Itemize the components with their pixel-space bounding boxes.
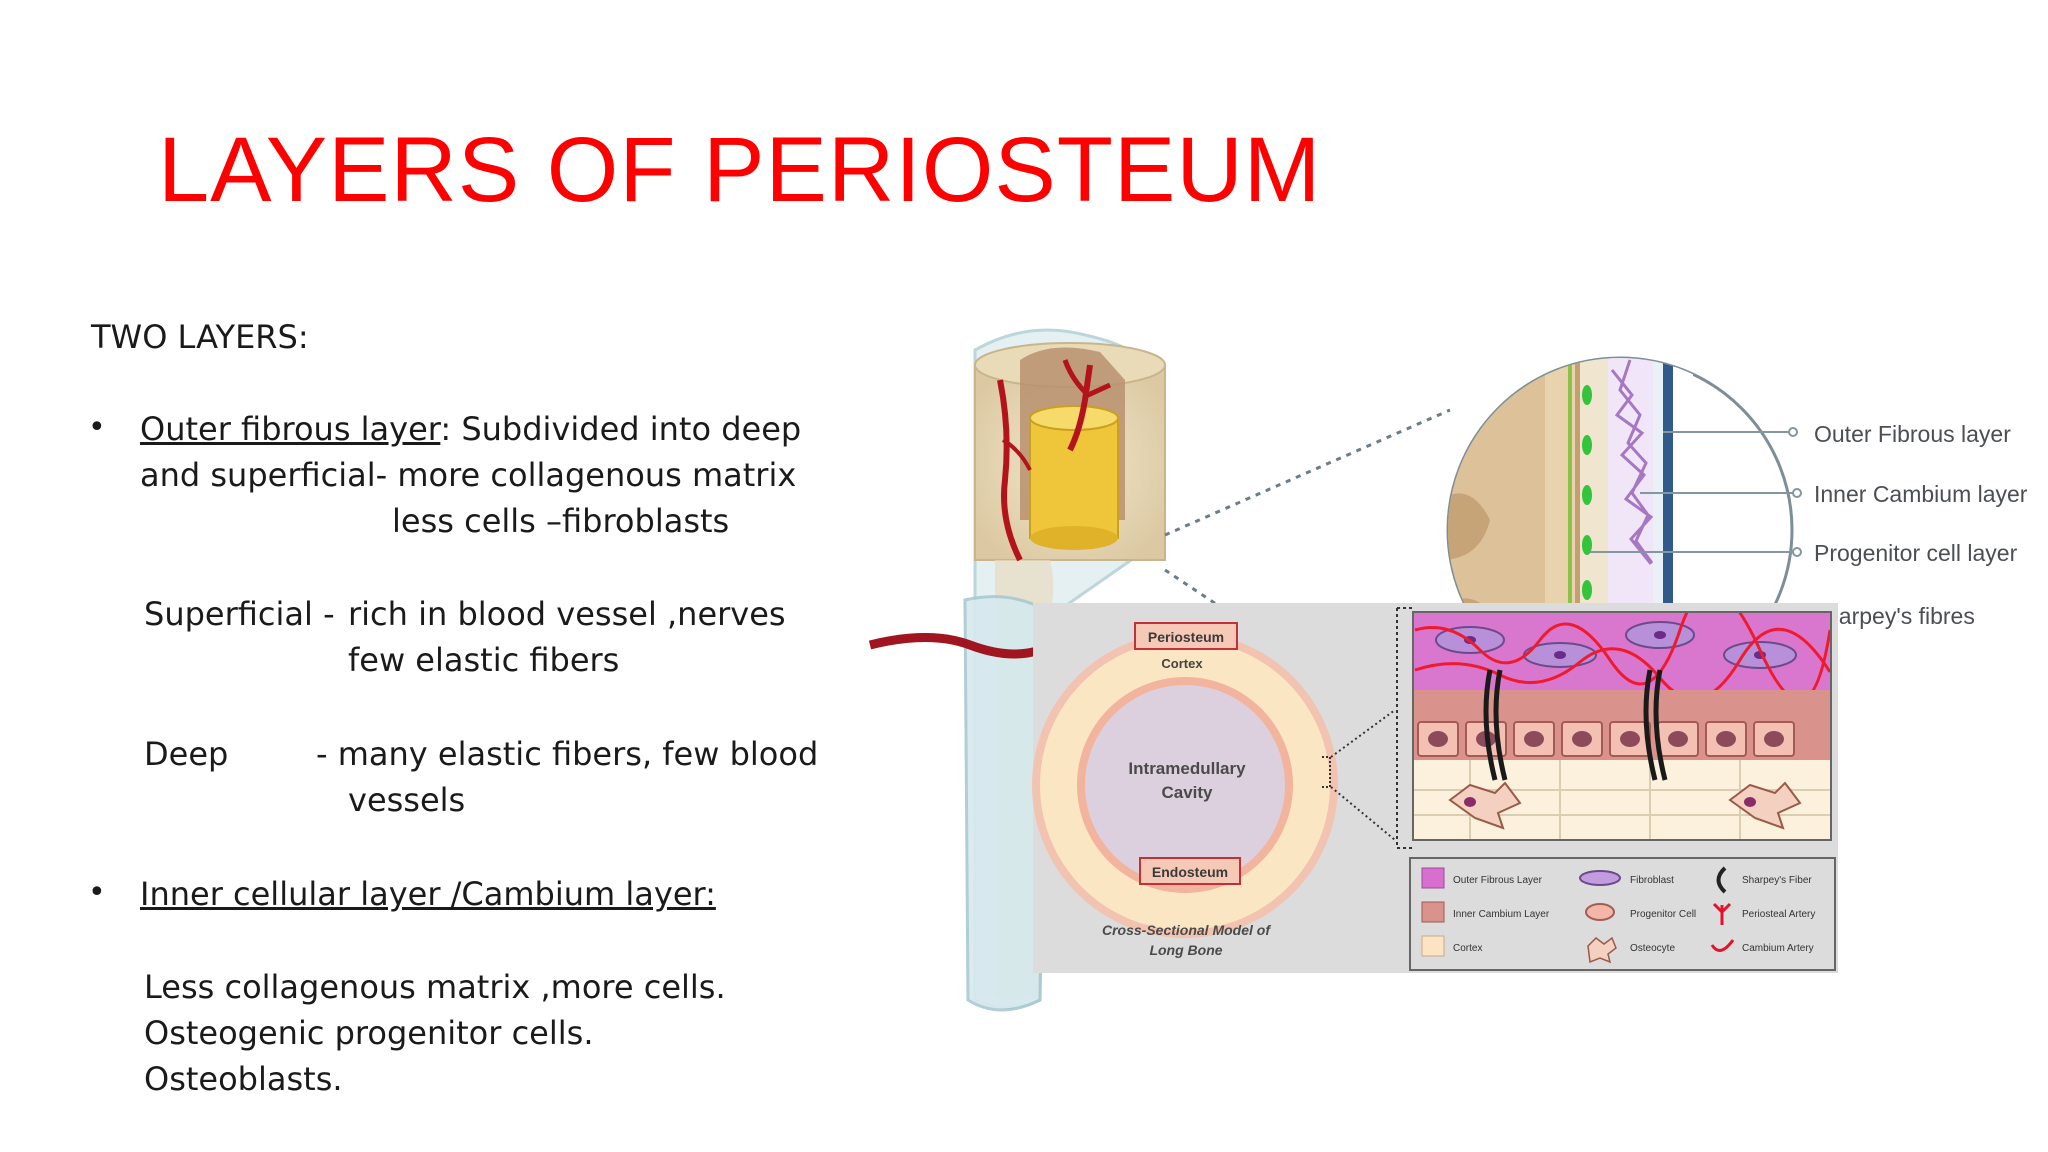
fibroblast-icon [1579, 870, 1621, 886]
legend-osteocyte: Osteocyte [1630, 943, 1675, 954]
callout-progenitor: Progenitor cell layer [1814, 540, 2018, 566]
legend-swatch-cortex [1421, 935, 1445, 957]
cross-section-panel: Periosteum Cortex Intramedullary Cavity … [1032, 603, 1838, 973]
legend-inner-cambium: Inner Cambium Layer [1453, 909, 1550, 920]
legend-box [1409, 857, 1836, 971]
legend-swatch-cambium [1421, 901, 1445, 923]
label-cavity-1: Intramedullary [1128, 759, 1246, 778]
osteocyte-icon [1587, 936, 1617, 964]
legend-progenitor: Progenitor Cell [1630, 909, 1696, 920]
caption-line-2: Long Bone [1149, 942, 1222, 958]
caption-line-1: Cross-Sectional Model of [1102, 922, 1271, 938]
inner-heading: Inner cellular layer /Cambium layer: [140, 875, 716, 913]
legend-periosteal-artery: Periosteal Artery [1742, 909, 1815, 920]
outer-line1: Outer fibrous layer: Subdivided into dee… [140, 410, 801, 448]
inner-line2: Osteogenic progenitor cells. [144, 1014, 594, 1052]
inner-line1: Less collagenous matrix ,more cells. [144, 968, 726, 1006]
bullet-outer: • [88, 410, 106, 445]
outer-rest: : Subdivided into deep [440, 410, 802, 448]
legend-cortex: Cortex [1453, 943, 1482, 954]
superficial-line2: few elastic fibers [348, 641, 620, 679]
bullet-inner: • [88, 875, 106, 910]
legend-sharpeys: Sharpey's Fiber [1742, 875, 1812, 886]
legend-swatch-fibrous [1421, 867, 1445, 889]
outer-line2: and superficial- more collagenous matrix [140, 456, 797, 494]
callout-inner-cambium: Inner Cambium layer [1814, 481, 2028, 507]
inner-line3: Osteoblasts. [144, 1060, 343, 1098]
deep-line2: vessels [348, 781, 466, 819]
superficial-line1: rich in blood vessel ,nerves [348, 595, 786, 633]
legend-outer-fibrous: Outer Fibrous Layer [1453, 875, 1543, 886]
legend-fibroblast: Fibroblast [1630, 875, 1674, 886]
sharpeys-fiber-icon [1716, 866, 1727, 894]
label-endosteum: Endosteum [1152, 864, 1228, 880]
label-cavity-2: Cavity [1161, 783, 1213, 802]
callout-outer-fibrous: Outer Fibrous layer [1814, 421, 2011, 447]
label-periosteum: Periosteum [1148, 629, 1224, 645]
superficial-label: Superficial - [144, 595, 335, 633]
outer-heading: Outer fibrous layer [140, 410, 441, 448]
callout-sharpeys: harpey's fibres [1826, 603, 1975, 629]
layer-detail-view [1413, 612, 1831, 840]
slide-title: LAYERS OF PERIOSTEUM [158, 119, 1322, 221]
progenitor-cell-icon [1585, 903, 1615, 921]
intro-text: TWO LAYERS: [91, 318, 309, 356]
cambium-artery-icon [1710, 939, 1735, 952]
deep-label: Deep [144, 735, 229, 773]
deep-line1: - many elastic fibers, few blood [316, 735, 819, 773]
outer-line3: less cells –fibroblasts [392, 502, 730, 540]
periosteal-artery-icon [1712, 902, 1732, 925]
label-cortex: Cortex [1161, 656, 1203, 671]
legend-cambium-artery: Cambium Artery [1742, 943, 1814, 954]
